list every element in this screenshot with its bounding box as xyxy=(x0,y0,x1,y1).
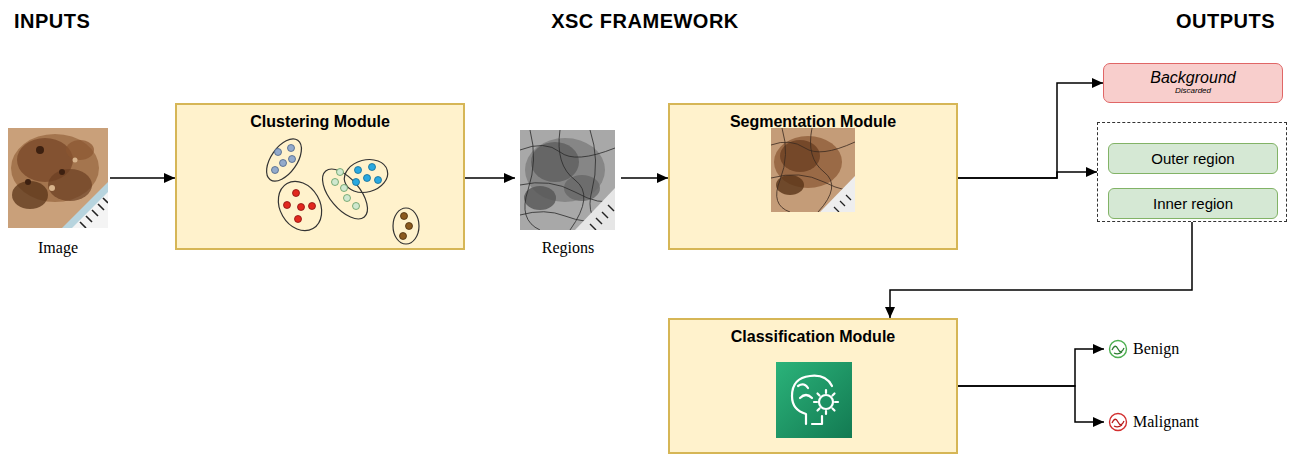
discard-box: BackgroundDiscarded xyxy=(1103,63,1283,103)
cluster-figure xyxy=(260,133,419,244)
region-box: Outer region xyxy=(1108,143,1278,174)
node-text: Clustering Module xyxy=(250,113,390,131)
section-heading: INPUTS xyxy=(14,10,90,33)
node-text: Discarded xyxy=(1175,87,1211,95)
class-label: Benign xyxy=(1104,337,1216,361)
node-text: Malignant xyxy=(1133,413,1199,431)
node-text: Benign xyxy=(1133,340,1179,358)
region-box: Inner region xyxy=(1108,188,1278,219)
regions-image xyxy=(520,130,615,230)
flow-arrow xyxy=(958,349,1104,386)
node-text: Background xyxy=(1150,70,1235,87)
input-image: Image xyxy=(6,126,110,258)
module-box: Clustering Module xyxy=(175,103,465,250)
benign-icon xyxy=(1110,341,1127,358)
malignant-icon xyxy=(1110,414,1127,431)
segmentation-image xyxy=(771,128,855,212)
section-heading: XSC FRAMEWORK xyxy=(495,10,795,33)
module-box: Segmentation Module xyxy=(668,103,958,250)
flow-arrow xyxy=(465,177,515,179)
section-heading: OUTPUTS xyxy=(1176,10,1275,33)
flow-arrow xyxy=(958,172,1097,178)
module-box: Classification Module xyxy=(668,318,958,454)
flow-arrow xyxy=(110,177,175,179)
node-text: Regions xyxy=(542,239,594,257)
ai-icon xyxy=(776,362,852,438)
node-text: Inner region xyxy=(1153,195,1233,212)
cluster-dots xyxy=(272,145,413,240)
flow-arrow xyxy=(958,83,1103,178)
node-text: Outer region xyxy=(1151,150,1234,167)
regions-image-box: Regions xyxy=(515,126,621,258)
node-text: Segmentation Module xyxy=(730,113,896,131)
class-label: Malignant xyxy=(1104,410,1236,434)
flow-arrow xyxy=(958,386,1104,422)
flow-arrow xyxy=(621,177,668,179)
node-text: Classification Module xyxy=(731,328,895,346)
output-group: Outer regionInner region xyxy=(1097,122,1287,222)
lesion-photo xyxy=(8,128,108,228)
node-text: Image xyxy=(38,239,78,257)
